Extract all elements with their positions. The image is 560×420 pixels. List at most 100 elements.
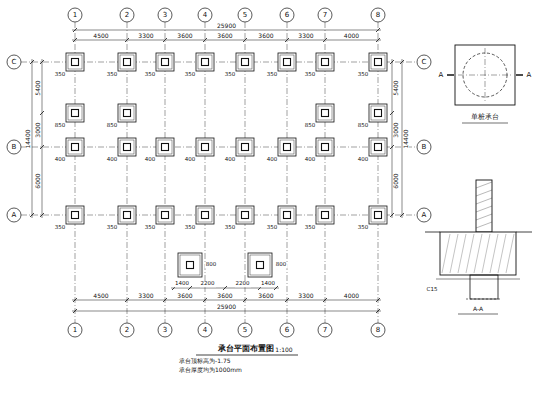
pile-cap-inner (238, 208, 252, 222)
hatch (466, 234, 474, 273)
dimension-tick (40, 145, 44, 149)
cap-dimension: 350 (106, 225, 119, 231)
column-section (242, 59, 249, 66)
pile-cap (316, 53, 334, 71)
axis-bubble (68, 323, 82, 337)
axis-letter: A (11, 212, 18, 219)
dimension: 14400 (25, 128, 31, 149)
section-letter: A (438, 72, 445, 79)
cap-dimension: 850 (106, 123, 119, 129)
single-cap-detail (455, 45, 515, 105)
dimension-tick (40, 111, 44, 115)
axis-bubble (120, 8, 134, 22)
pile-cap-inner (158, 55, 172, 69)
column-section (322, 144, 329, 151)
pile-cap-inner (318, 106, 332, 120)
dimension: 6000 (393, 172, 399, 189)
cap-dimension: 400 (224, 157, 237, 163)
drawing-title: 承台平面布置图 (217, 345, 275, 353)
hatch (476, 198, 492, 204)
pile-cap (236, 53, 254, 71)
axis-bubble (198, 323, 212, 337)
dimension: 3600 (176, 293, 193, 299)
dimension-tick (73, 38, 77, 42)
title-underline (196, 355, 298, 356)
dimension-tick (223, 286, 227, 290)
cap-dimension: 850 (304, 123, 317, 129)
hatch (476, 214, 492, 220)
hatch (458, 234, 466, 273)
pile-cap (196, 53, 214, 71)
axis-letter: B (421, 144, 428, 151)
axis-number: 3 (162, 327, 168, 334)
pile-cap (156, 138, 174, 156)
pile-cap-inner (120, 55, 134, 69)
axis-bubble (318, 8, 332, 22)
dimension: 3000 (393, 121, 399, 138)
axis-letter: C (11, 59, 18, 66)
dimension: 3300 (137, 293, 154, 299)
pile-cap-inner (198, 55, 212, 69)
axis-bubble (280, 323, 294, 337)
section-mark (447, 74, 454, 76)
cap-dimension: 350 (357, 72, 370, 78)
hatch (506, 234, 514, 273)
pile-cap-inner (371, 106, 385, 120)
pile-cap (196, 206, 214, 224)
note: 承台厚度均为1000mm (178, 367, 243, 373)
column-section (375, 144, 382, 151)
axis-number: 8 (375, 327, 381, 334)
axis-number: 2 (124, 327, 130, 334)
pile-cap-inner (198, 208, 212, 222)
cap-section (440, 232, 516, 275)
pile-cap-inner (250, 255, 270, 275)
axis-bubble (7, 140, 21, 154)
pile-cap-inner (280, 140, 294, 154)
dimension-tick (125, 38, 129, 42)
hatch (482, 234, 490, 273)
pile-cap-inner (280, 55, 294, 69)
pile-cap (118, 53, 136, 71)
hatch (490, 234, 498, 273)
dimension: 3300 (137, 33, 154, 39)
section-title: A-A (472, 306, 484, 312)
dimension: 4500 (92, 33, 109, 39)
dimension: 4000 (343, 33, 360, 39)
pile-cap (156, 206, 174, 224)
pile-cap (316, 104, 334, 122)
cap-dimension: 850 (357, 123, 370, 129)
axis-number: 2 (124, 12, 130, 19)
dimension-tick (73, 309, 77, 313)
axis-number: 6 (284, 327, 290, 334)
dimension-tick (203, 298, 207, 302)
material-note: C15 (426, 287, 439, 293)
pile-cap (66, 53, 84, 71)
pile-cap (369, 53, 387, 71)
dimension: 25900 (216, 304, 237, 310)
cap-dimension: 350 (184, 225, 197, 231)
dimension-tick (125, 298, 129, 302)
pile-cap (369, 104, 387, 122)
dimension-tick (243, 38, 247, 42)
dimension-tick (30, 213, 34, 217)
pile-cap (118, 138, 136, 156)
dimension-tick (40, 60, 44, 64)
axis-bubble (417, 140, 431, 154)
dimension: 3600 (257, 293, 274, 299)
pile-cap (66, 104, 84, 122)
dimension: 4500 (92, 293, 109, 299)
pile-cap-inner (280, 208, 294, 222)
dimension: 6000 (35, 172, 41, 189)
column-section (124, 110, 131, 117)
column-section (322, 59, 329, 66)
pile-cap-inner (68, 55, 82, 69)
dimension: 25900 (216, 23, 237, 29)
column-section (257, 262, 264, 269)
cap-dimension: 350 (266, 225, 279, 231)
hatch (474, 234, 482, 273)
pile-cap (316, 206, 334, 224)
title-underline (458, 314, 498, 315)
column-section (375, 59, 382, 66)
axis-bubble (417, 208, 431, 222)
dimension-tick (376, 309, 380, 313)
